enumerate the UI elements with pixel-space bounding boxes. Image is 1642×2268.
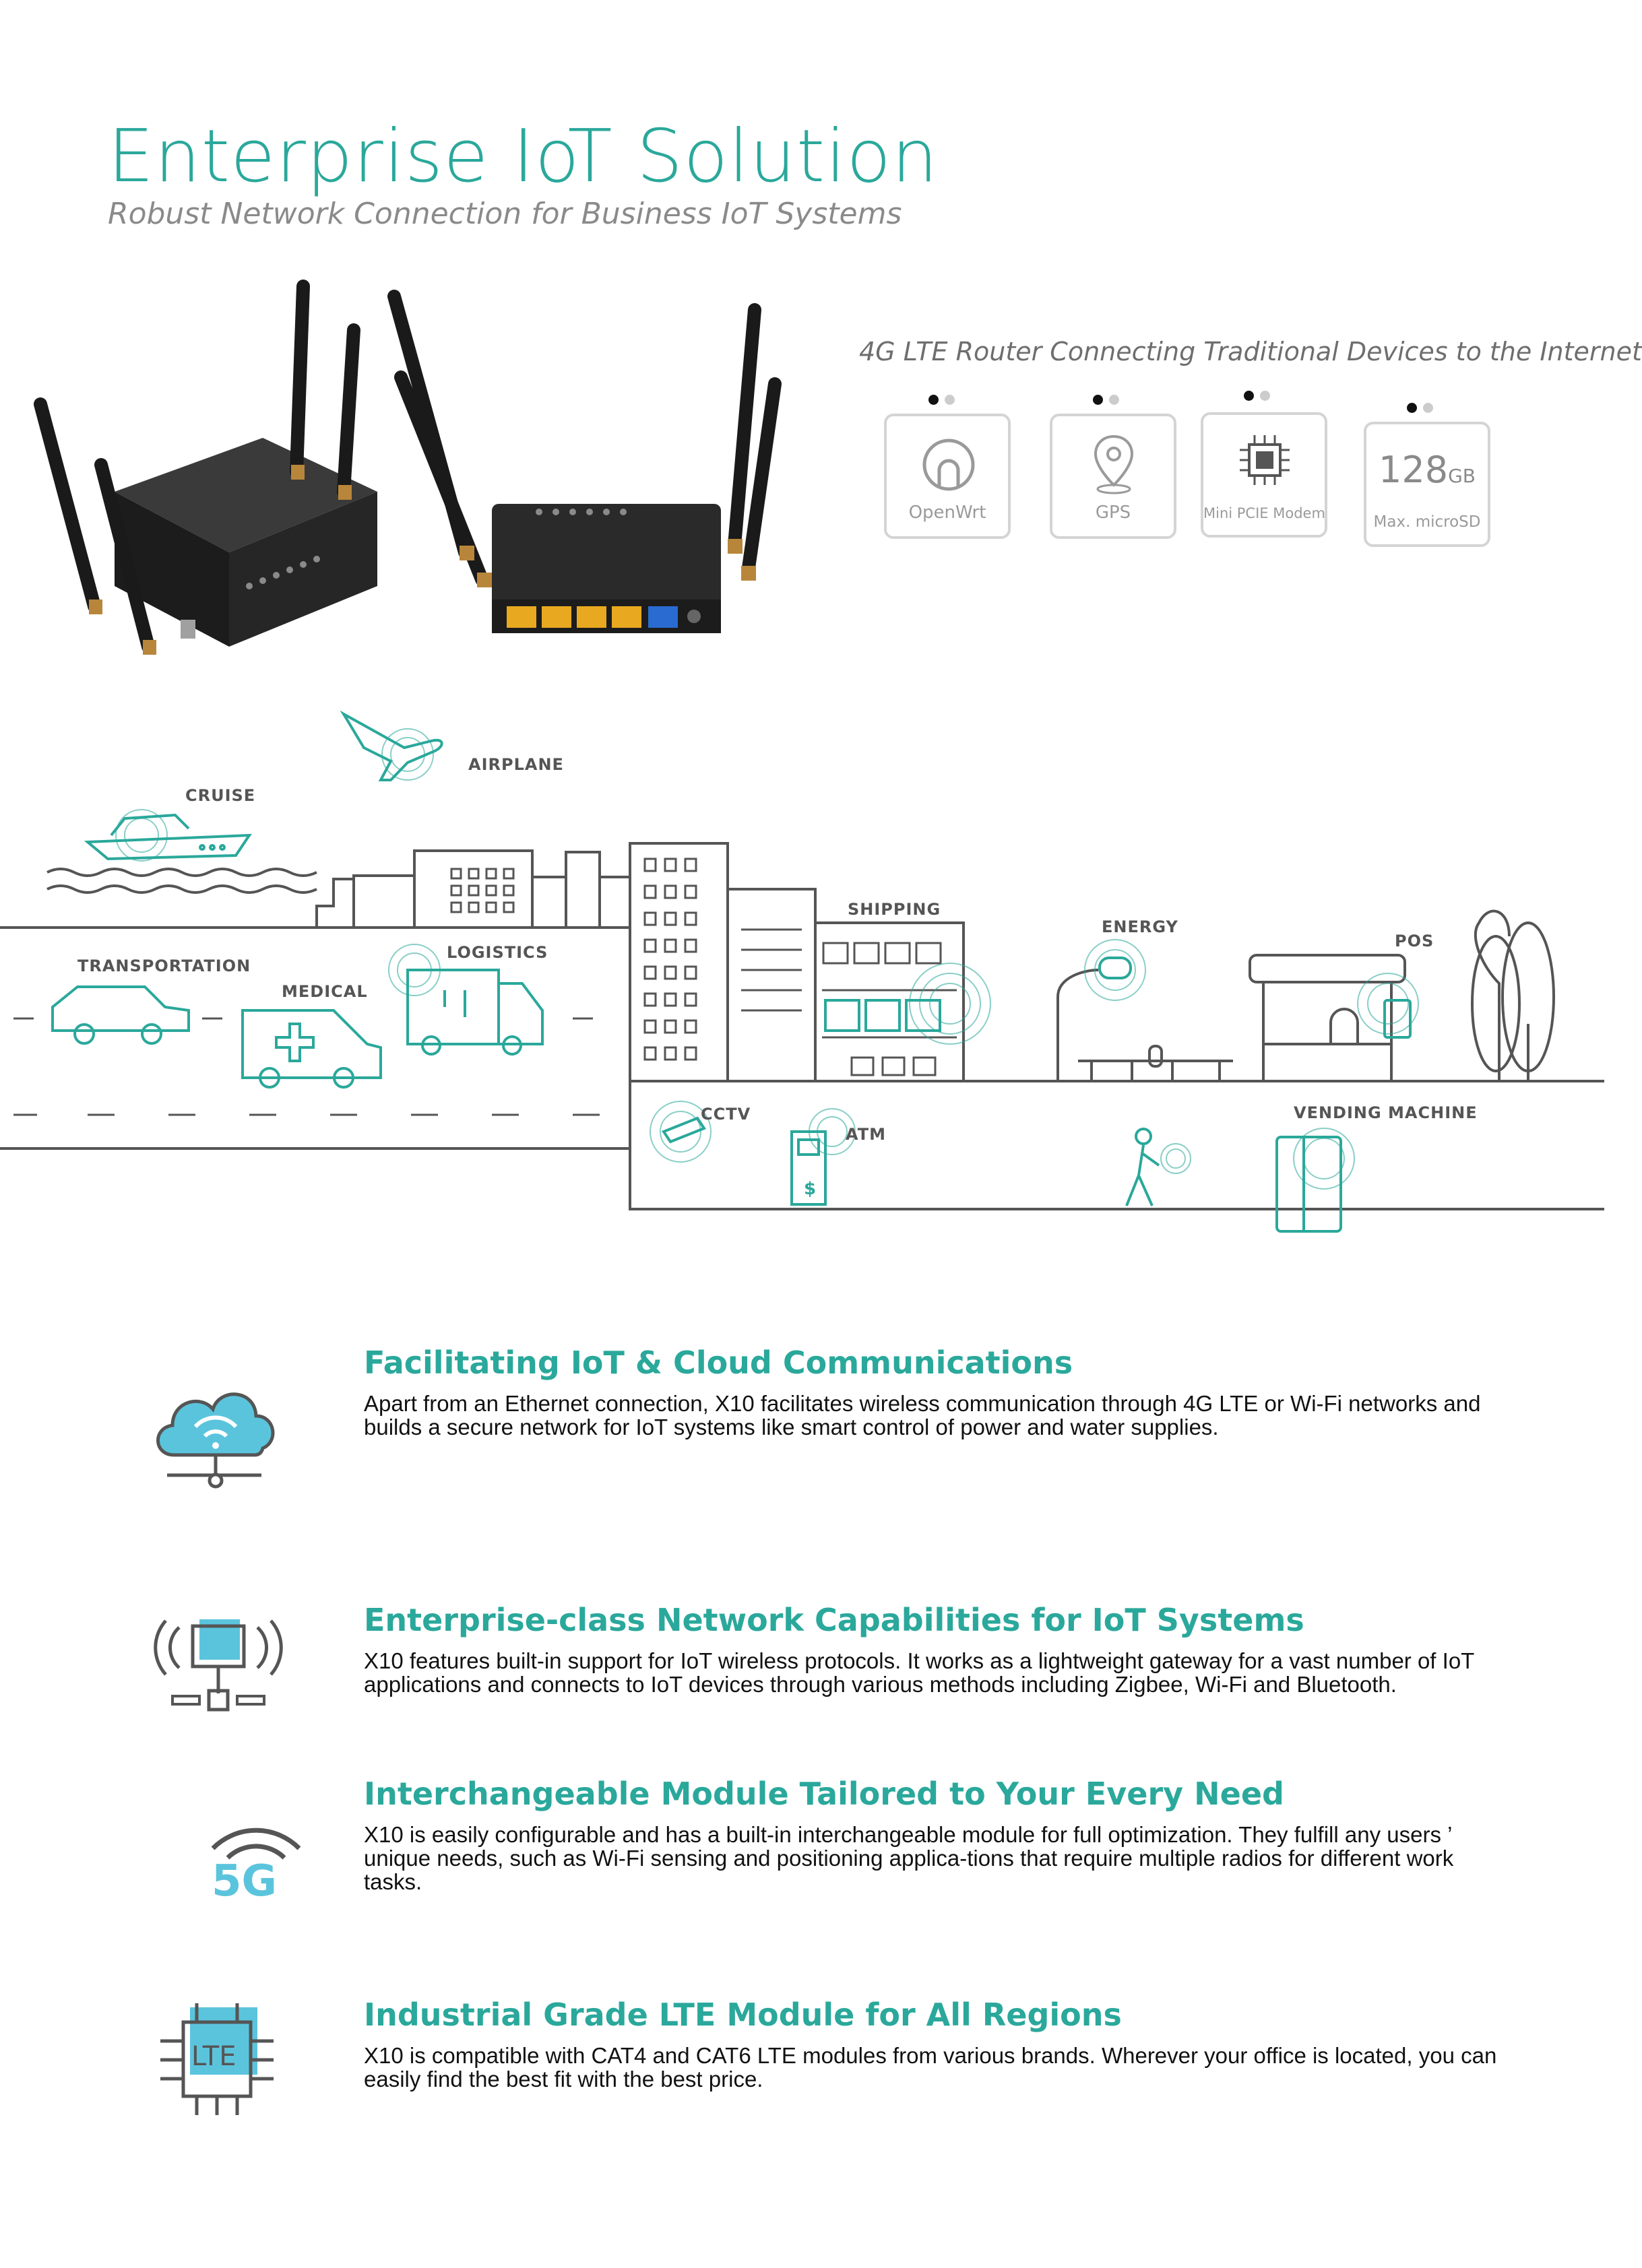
feature-label: Max. microSD — [1373, 513, 1481, 531]
feature-card-storage: 128GB Max. microSD — [1364, 422, 1490, 547]
cruise-ship-icon — [84, 813, 252, 861]
feature-card-modem: Mini PCIE Modem — [1201, 412, 1327, 538]
truck-icon — [406, 969, 544, 1056]
scene-label-pos: POS — [1395, 932, 1434, 950]
5g-label: 5G — [212, 1856, 278, 1906]
router-product-image — [34, 280, 782, 655]
scene-label-energy: ENERGY — [1102, 917, 1178, 936]
scene-label-transportation: TRANSPORTATION — [77, 957, 251, 975]
storage-value: 128 — [1379, 449, 1449, 491]
carousel-dots — [1093, 393, 1133, 407]
ambulance-icon — [241, 1009, 382, 1089]
section-body: X10 is compatible with CAT4 and CAT6 LTE… — [364, 2043, 1497, 2092]
router-back-view — [387, 290, 782, 633]
feature-card-gps: GPS — [1050, 414, 1176, 539]
scene-label-medical: MEDICAL — [282, 982, 368, 1001]
wireless-gateway-icon — [154, 1619, 283, 1712]
signal-waves-icon — [211, 1827, 301, 1860]
lte-label: LTE — [191, 2041, 236, 2072]
section-title: Enterprise-class Network Capabilities fo… — [364, 1602, 1304, 1638]
scene-label-cctv: CCTV — [701, 1105, 751, 1124]
atm-dollar-sign: $ — [804, 1179, 817, 1199]
feature-label: Mini PCIE Modem — [1203, 505, 1325, 521]
carousel-dots — [928, 393, 969, 407]
chip-frame-icon — [160, 2003, 274, 2115]
router-left-view — [34, 280, 377, 655]
feature-label: GPS — [1095, 503, 1131, 523]
scene-label-logistics: LOGISTICS — [447, 943, 548, 962]
carousel-dots — [1407, 401, 1447, 415]
cloud-network-icon — [156, 1392, 275, 1489]
iot-scene-illustration — [0, 710, 1604, 1233]
page-title: Enterprise IoT Solution — [108, 115, 939, 199]
storage-unit: GB — [1448, 465, 1476, 487]
5g-icon: 5G — [202, 1809, 310, 1917]
lte-chip-icon: LTE — [158, 2001, 286, 2122]
section-body: X10 is easily configurable and has a bui… — [364, 1822, 1454, 1894]
page-subtitle: Robust Network Connection for Business I… — [108, 197, 902, 231]
gps-pin-icon — [1094, 434, 1134, 494]
section-title: Interchangeable Module Tailored to Your … — [364, 1776, 1284, 1812]
feature-card-openwrt: OpenWrt — [884, 414, 1011, 539]
carousel-dots — [1244, 389, 1284, 403]
scene-label-cruise: CRUISE — [185, 786, 256, 805]
scene-label-vending-machine: VENDING MACHINE — [1294, 1103, 1478, 1122]
section-title: Facilitating IoT & Cloud Communications — [364, 1344, 1073, 1381]
storage-icon: 128GB — [1366, 449, 1488, 491]
section-body: X10 features built-in support for IoT wi… — [364, 1648, 1474, 1697]
chip-icon — [1240, 435, 1290, 485]
feature-label: OpenWrt — [908, 503, 986, 523]
car-icon — [51, 985, 190, 1045]
features-heading: 4G LTE Router Connecting Traditional Dev… — [859, 337, 1642, 366]
airplane-icon — [340, 710, 443, 781]
scene-label-shipping: SHIPPING — [848, 900, 941, 919]
section-body: Apart from an Ethernet connection, X10 f… — [364, 1391, 1481, 1439]
scene-label-airplane: AIRPLANE — [468, 755, 564, 774]
scene-label-atm: ATM — [846, 1125, 886, 1144]
section-title: Industrial Grade LTE Module for All Regi… — [364, 1997, 1122, 2033]
openwrt-icon — [922, 439, 975, 491]
